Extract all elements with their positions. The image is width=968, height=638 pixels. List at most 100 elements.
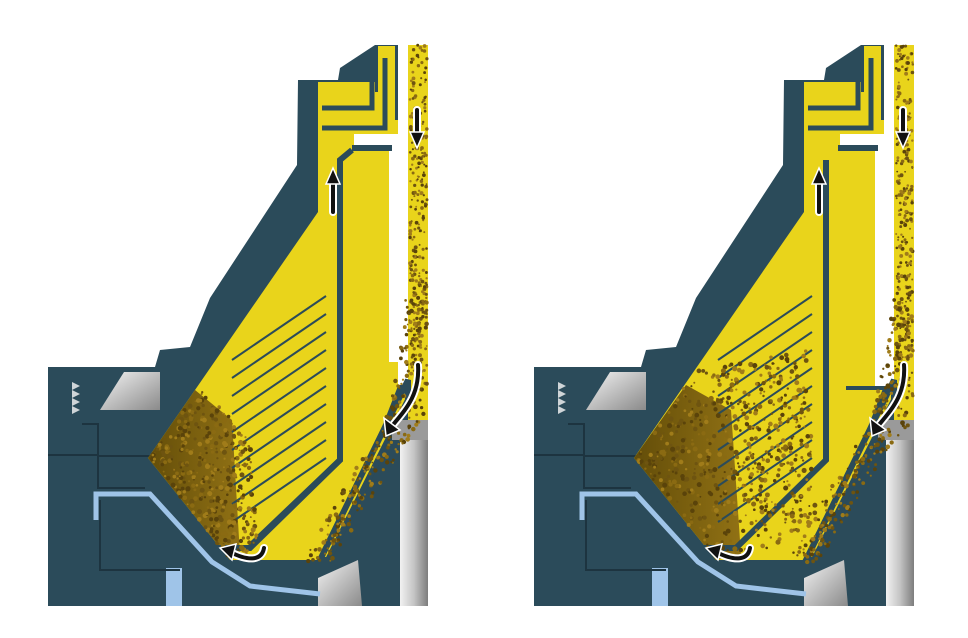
sediment-particle — [891, 323, 895, 327]
sediment-particle — [910, 184, 914, 189]
sediment-particle — [238, 439, 244, 446]
sediment-particle — [373, 450, 376, 453]
sediment-particle — [880, 375, 884, 379]
flange-outline-lower — [48, 454, 145, 489]
sediment-particle — [894, 365, 897, 368]
sediment-particle — [198, 456, 202, 460]
sediment-particle — [707, 452, 712, 457]
spindle-shaft — [400, 420, 428, 606]
sediment-particle — [896, 300, 902, 306]
lock-ring — [100, 372, 160, 410]
sediment-particle — [717, 378, 721, 382]
sediment-particle — [904, 242, 907, 246]
sediment-particle — [761, 456, 764, 459]
sediment-particle — [819, 534, 824, 538]
sediment-particle — [911, 61, 914, 64]
sediment-particle — [212, 524, 215, 528]
sediment-particle — [825, 509, 828, 512]
sediment-particle — [425, 296, 428, 300]
sediment-particle — [706, 455, 710, 459]
sediment-particle — [225, 475, 231, 481]
sediment-particle — [164, 446, 169, 450]
sediment-particle — [323, 552, 327, 555]
sediment-particle — [839, 501, 843, 505]
sediment-particle — [701, 368, 706, 373]
sediment-particle — [818, 530, 822, 534]
sediment-particle — [781, 504, 785, 508]
sediment-particle — [662, 432, 665, 434]
sediment-particle — [720, 372, 726, 377]
sediment-particle — [896, 52, 900, 56]
sediment-particle — [414, 333, 417, 336]
sediment-particle — [896, 314, 899, 318]
sediment-particle — [744, 422, 750, 427]
sediment-particle — [370, 491, 375, 495]
sediment-particle — [772, 403, 775, 406]
sediment-particle — [417, 255, 422, 259]
sediment-particle — [754, 528, 758, 532]
sediment-particle — [906, 331, 911, 336]
sediment-particle — [354, 465, 359, 471]
sediment-particle — [673, 467, 677, 470]
sediment-particle — [811, 537, 816, 542]
sediment-particle — [253, 520, 256, 523]
sediment-particle — [214, 408, 220, 414]
sediment-particle — [176, 477, 179, 480]
sediment-particle — [779, 462, 784, 467]
sediment-particle — [421, 268, 425, 272]
sediment-particle — [166, 475, 171, 481]
sediment-particle — [763, 499, 767, 503]
sediment-particle — [329, 559, 332, 562]
sediment-particle — [903, 223, 908, 227]
sediment-particle — [668, 482, 673, 487]
sediment-particle — [215, 499, 219, 503]
sediment-particle — [191, 483, 196, 488]
sediment-particle — [684, 467, 688, 471]
sediment-particle — [215, 486, 219, 490]
sediment-particle — [735, 455, 740, 460]
sediment-particle — [726, 372, 730, 376]
sediment-particle — [801, 353, 806, 359]
curved-arrow-inlet-head — [869, 416, 888, 438]
sediment-particle — [746, 498, 751, 503]
sediment-particle — [319, 527, 324, 532]
sediment-particle — [176, 490, 182, 496]
sediment-particle — [216, 457, 219, 460]
sediment-particle — [424, 347, 428, 351]
sediment-particle — [204, 463, 211, 469]
sediment-particle — [894, 44, 898, 47]
sediment-particle — [779, 355, 785, 361]
sediment-particle — [238, 468, 242, 471]
sediment-particle — [418, 230, 421, 233]
sediment-particle — [738, 519, 742, 523]
sediment-particle — [889, 440, 894, 445]
sediment-particle — [756, 470, 759, 473]
sediment-particle — [722, 531, 727, 535]
sediment-particle — [418, 340, 423, 344]
sediment-particle — [424, 271, 428, 274]
sediment-particle — [211, 429, 216, 435]
sediment-particle — [357, 476, 360, 479]
outlet-channel — [818, 46, 881, 138]
sediment-particle — [152, 457, 157, 461]
sediment-particle — [357, 504, 362, 508]
sediment-particle — [905, 300, 907, 303]
sediment-particle — [804, 349, 808, 353]
sediment-particle — [896, 322, 901, 328]
sediment-particle — [715, 374, 721, 380]
hydraulic-channel — [579, 491, 807, 597]
sediment-particle — [753, 436, 758, 441]
sediment-particle — [713, 407, 718, 412]
sediment-particle — [424, 381, 429, 386]
sediment-particle — [236, 489, 240, 493]
sediment-particle — [909, 325, 912, 328]
sediment-particle — [201, 455, 203, 458]
sediment-particle — [201, 391, 204, 394]
sediment-particle — [236, 499, 240, 503]
sediment-particle — [793, 361, 797, 365]
sediment-particle — [200, 495, 204, 499]
sediment-particle — [418, 398, 422, 402]
sediment-particle — [732, 510, 738, 516]
sediment-particle — [872, 467, 877, 472]
sediment-particle — [423, 102, 427, 106]
